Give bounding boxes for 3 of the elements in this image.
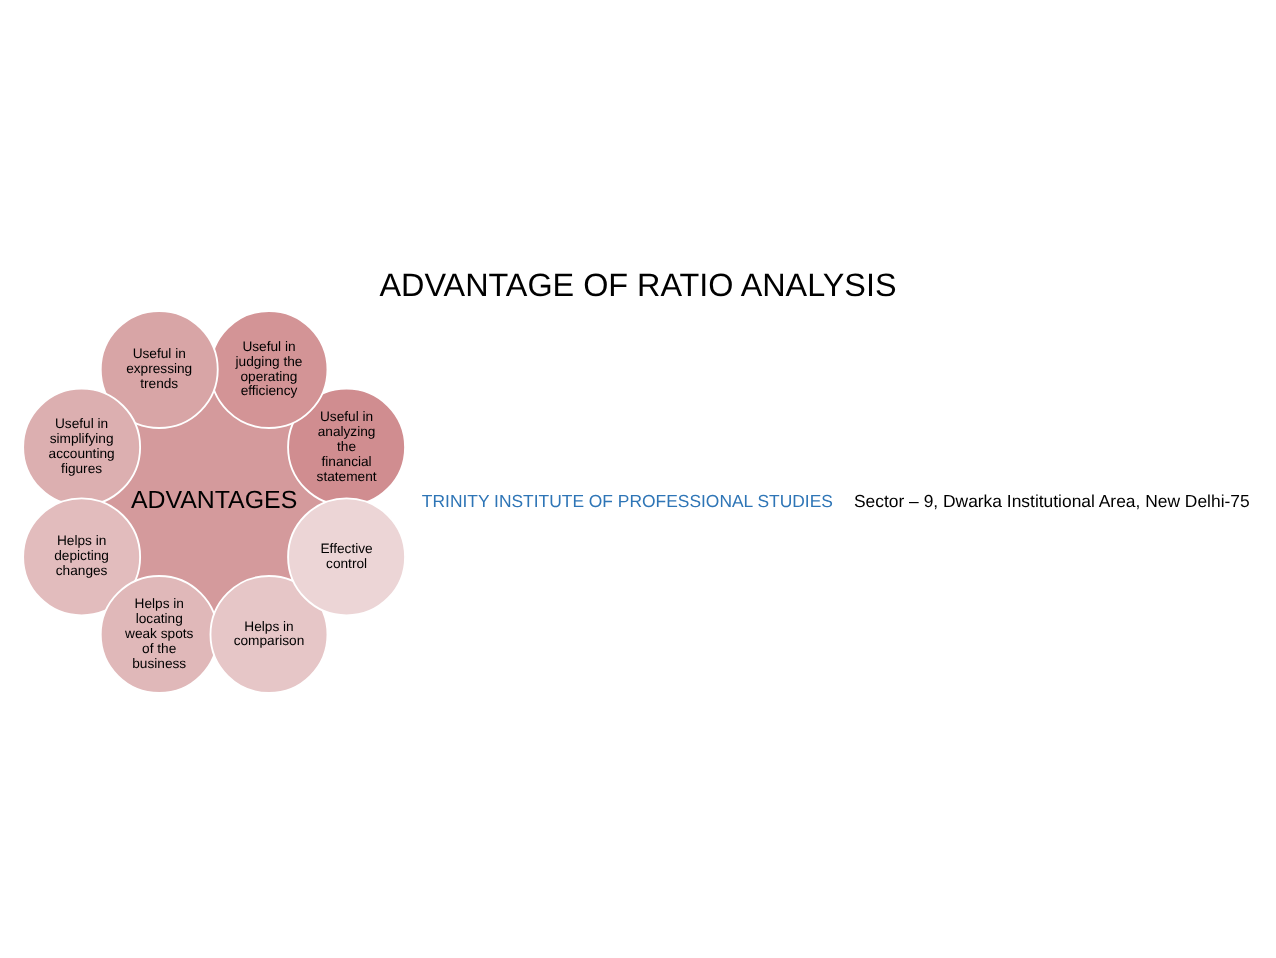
label: Sector – 9, Dwarka Institutional Area, New Delhi-75 xyxy=(854,490,1250,511)
diagram-title: ADVANTAGE OF RATIO ANALYSIS xyxy=(379,267,897,304)
label: TRINITY INSTITUTE OF PROFESSIONAL STUDIES xyxy=(421,490,833,511)
